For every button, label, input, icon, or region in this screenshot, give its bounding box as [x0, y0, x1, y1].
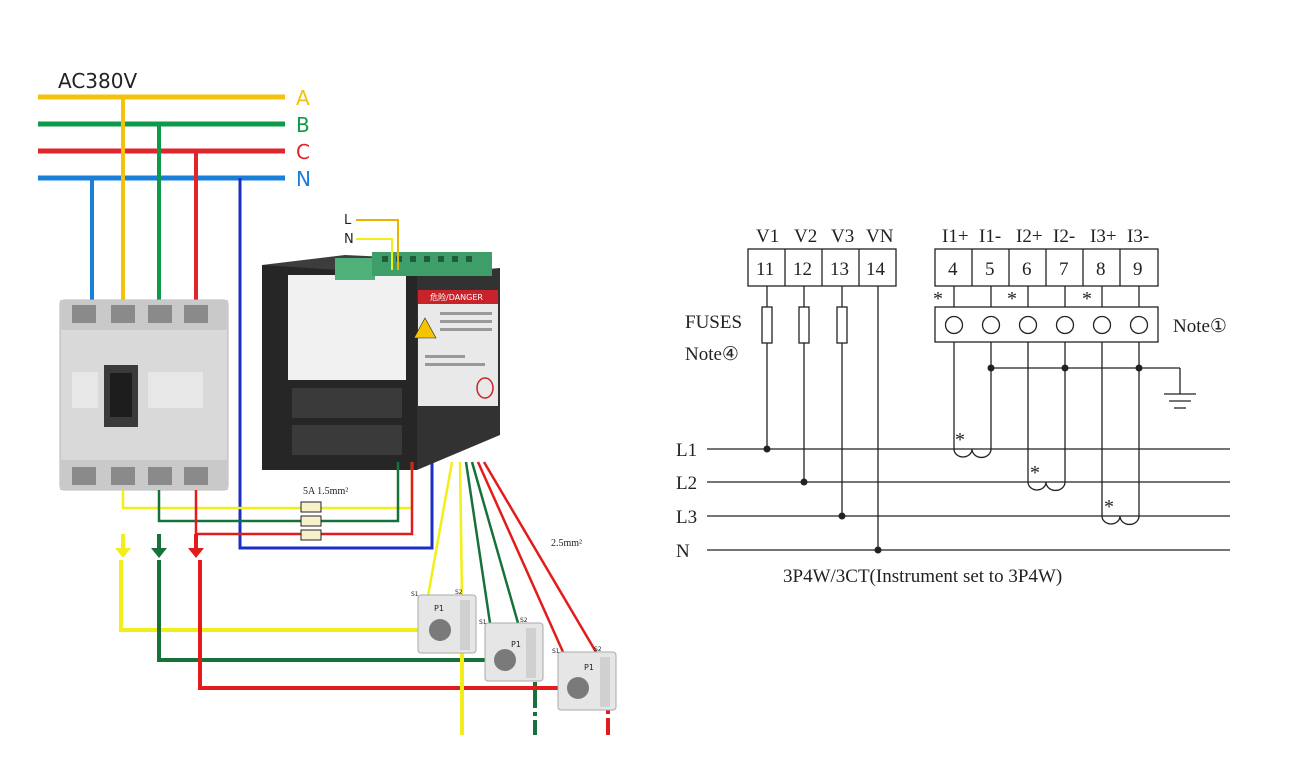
note1-label: Note①	[1173, 316, 1227, 337]
ct-cable-size-label: 2.5mm²	[551, 538, 582, 549]
ct-input-box	[934, 306, 1159, 343]
circuit-breaker	[59, 299, 229, 491]
terminal-9: 9	[1133, 259, 1143, 280]
fuse-v1	[761, 306, 773, 344]
polarity-mark-ct1: *	[955, 429, 965, 451]
line-label-n: N	[676, 541, 690, 562]
fuses-label: FUSES	[685, 312, 742, 333]
bus-label-n: N	[296, 167, 311, 191]
schematic-caption: 3P4W/3CT(Instrument set to 3P4W)	[783, 566, 1062, 587]
header-v2: V2	[794, 226, 817, 247]
fuse-rating-label: 5A 1.5mm²	[303, 486, 348, 497]
terminal-5: 5	[985, 259, 995, 280]
breaker-feed-wires	[90, 97, 198, 305]
ct1-s2-label: S2	[455, 589, 463, 596]
terminal-12: 12	[793, 259, 812, 280]
terminal-8: 8	[1096, 259, 1106, 280]
header-vn: VN	[866, 226, 894, 247]
polarity-mark-i1: *	[933, 288, 943, 310]
pictorial-wiring: AC380V A B C N	[38, 69, 617, 735]
ct1-s1-label: S1	[411, 591, 419, 598]
polarity-mark-i2: *	[1007, 288, 1017, 310]
header-i1-plus: I1+	[942, 226, 969, 247]
line-label-l3: L3	[676, 507, 697, 528]
fuse-v3	[836, 306, 848, 344]
power-meter-device: 危险/DANGER	[262, 252, 500, 470]
aux-n-wire	[356, 238, 393, 270]
header-i1-minus: I1-	[979, 226, 1001, 247]
load-phase-arrows	[115, 534, 204, 558]
terminal-14: 14	[866, 259, 886, 280]
bus-label-b: B	[296, 113, 310, 137]
header-i3-plus: I3+	[1090, 226, 1117, 247]
ct3-s2-label: S2	[594, 646, 602, 653]
bus-label-c: C	[296, 140, 310, 164]
ct1-label: P1	[434, 604, 444, 613]
ct2-s1-label: S1	[479, 619, 487, 626]
aux-n-label: N	[344, 232, 354, 247]
schematic-diagram: V1 V2 V3 VN 11 12 13 14 I1+ I1- I2+ I2- …	[676, 226, 1230, 587]
note4-label: Note④	[685, 344, 739, 365]
fuse-set	[300, 501, 322, 541]
ct-secondary-wires	[426, 461, 598, 653]
bus-label-a: A	[296, 86, 310, 110]
supply-voltage-label: AC380V	[58, 69, 137, 93]
header-v1: V1	[756, 226, 779, 247]
current-transformer-1: P1 S1 S2	[411, 589, 477, 654]
ct2-label: P1	[511, 640, 521, 649]
ct2-s2-label: S2	[520, 617, 528, 624]
line-label-l1: L1	[676, 440, 697, 461]
neutral-to-meter-wire	[238, 178, 434, 550]
aux-l-wire	[356, 219, 399, 270]
line-label-l2: L2	[676, 473, 697, 494]
terminal-6: 6	[1022, 259, 1032, 280]
polarity-mark-i3: *	[1082, 288, 1092, 310]
terminal-13: 13	[830, 259, 849, 280]
polarity-mark-ct2: *	[1030, 462, 1040, 484]
current-transformer-2: P1 S1 S2	[479, 617, 544, 682]
terminal-7: 7	[1059, 259, 1069, 280]
fuse-v2	[798, 306, 810, 344]
header-v3: V3	[831, 226, 854, 247]
terminal-4: 4	[948, 259, 958, 280]
header-i3-minus: I3-	[1127, 226, 1149, 247]
polarity-mark-ct3: *	[1104, 496, 1114, 518]
bus-bars	[38, 94, 285, 181]
meter-danger-label: 危险/DANGER	[430, 292, 483, 302]
aux-l-label: L	[344, 213, 352, 228]
terminal-11: 11	[756, 259, 774, 280]
header-i2-minus: I2-	[1053, 226, 1075, 247]
load-conductors	[119, 560, 565, 690]
ct3-label: P1	[584, 663, 594, 672]
ct3-s1-label: S1	[552, 648, 560, 655]
current-transformer-3: P1 S1 S2	[552, 646, 617, 711]
header-i2-plus: I2+	[1016, 226, 1043, 247]
